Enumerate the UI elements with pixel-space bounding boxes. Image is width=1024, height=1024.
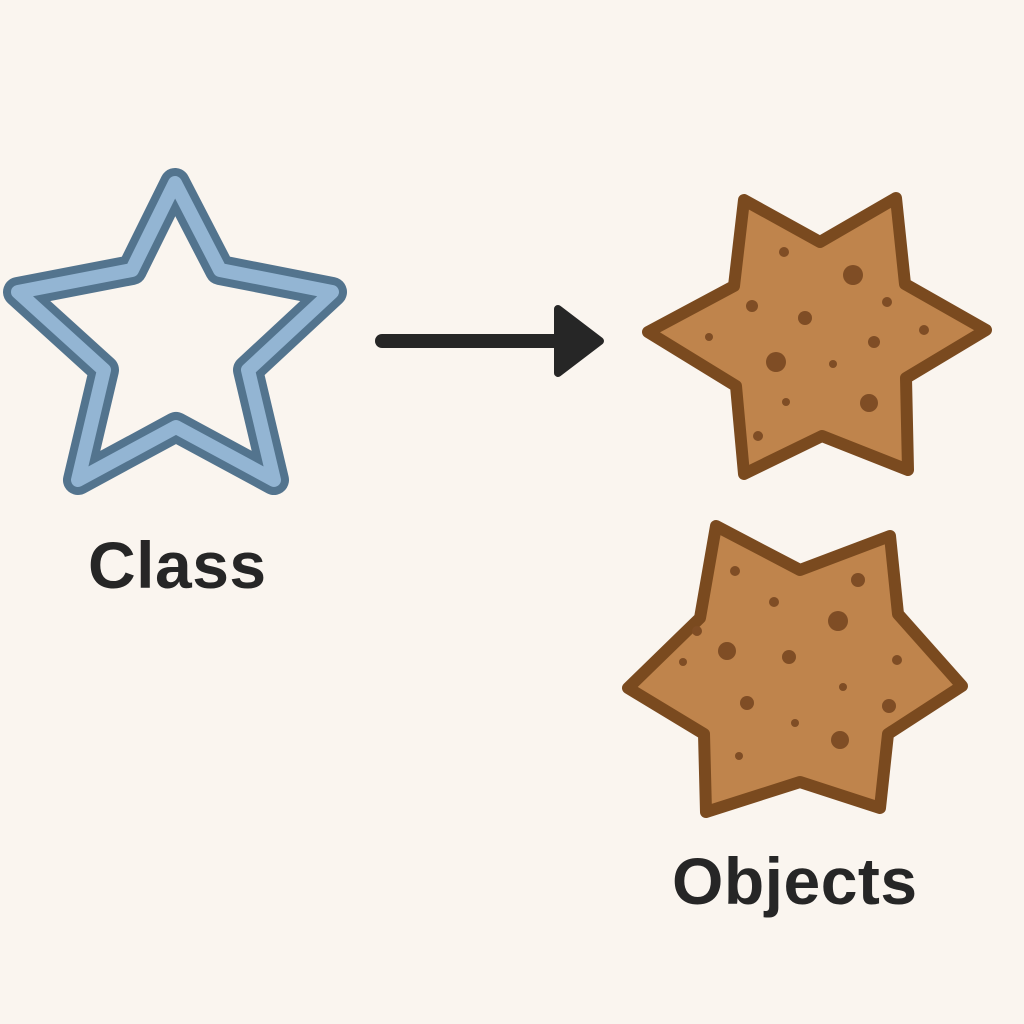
star-cookie-icon [642, 192, 992, 480]
objects-label: Objects [672, 844, 918, 918]
right-arrow-icon [375, 305, 604, 377]
star-cookie-icon [622, 520, 968, 818]
class-label: Class [88, 528, 267, 602]
star-cookie-cutter-icon [3, 168, 347, 495]
